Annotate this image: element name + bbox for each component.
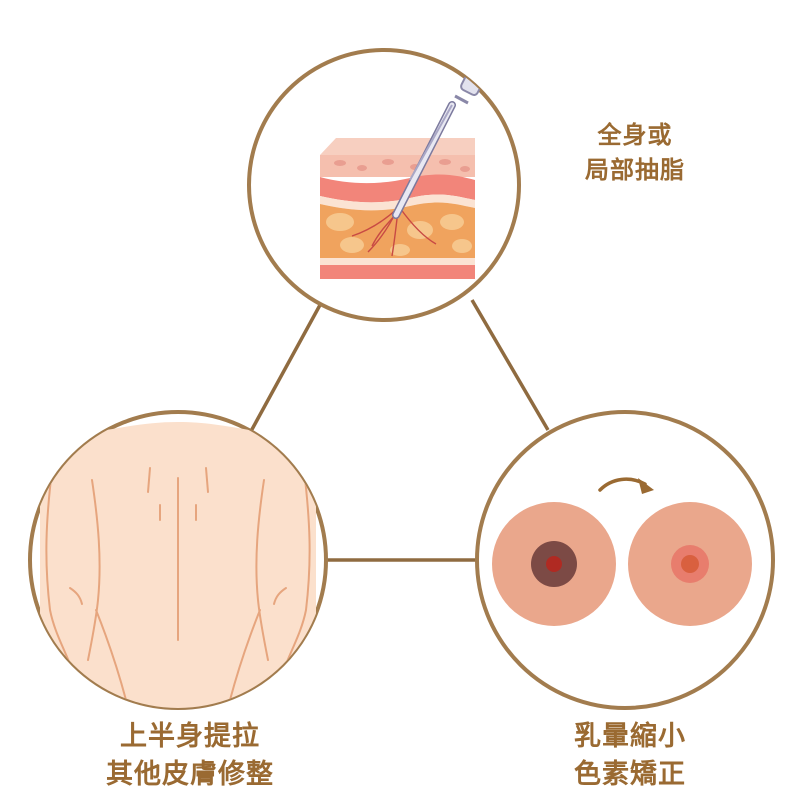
upper-body-label: 上半身提拉 其他皮膚修整 <box>60 718 320 794</box>
liposuction-label-line-1: 全身或 <box>597 121 673 149</box>
liposuction-node <box>247 48 521 322</box>
back-torso-icon <box>40 422 316 708</box>
nipple-label: 乳暈縮小 色素矯正 <box>530 718 730 794</box>
arrow-right-icon <box>598 477 654 494</box>
nipple-before-after-icon <box>492 477 752 626</box>
nipple-label-line-1: 乳暈縮小 <box>574 721 686 752</box>
nipple-node <box>475 410 775 710</box>
upper-body-label-line-2: 其他皮膚修整 <box>106 759 274 790</box>
liposuction-label: 全身或 局部抽脂 <box>560 118 710 188</box>
connector-top-left <box>248 304 322 434</box>
upper-body-label-line-1: 上半身提拉 <box>120 721 260 752</box>
nipple-after-icon <box>628 502 752 626</box>
connector-top-right <box>470 299 550 431</box>
liposuction-label-line-2: 局部抽脂 <box>585 156 685 184</box>
upper-body-node <box>28 410 328 710</box>
cannula-skin-cross-section-icon <box>320 60 490 279</box>
connector-lines <box>248 299 550 562</box>
nipple-before-icon <box>492 502 616 626</box>
nipple-label-line-2: 色素矯正 <box>574 759 686 790</box>
